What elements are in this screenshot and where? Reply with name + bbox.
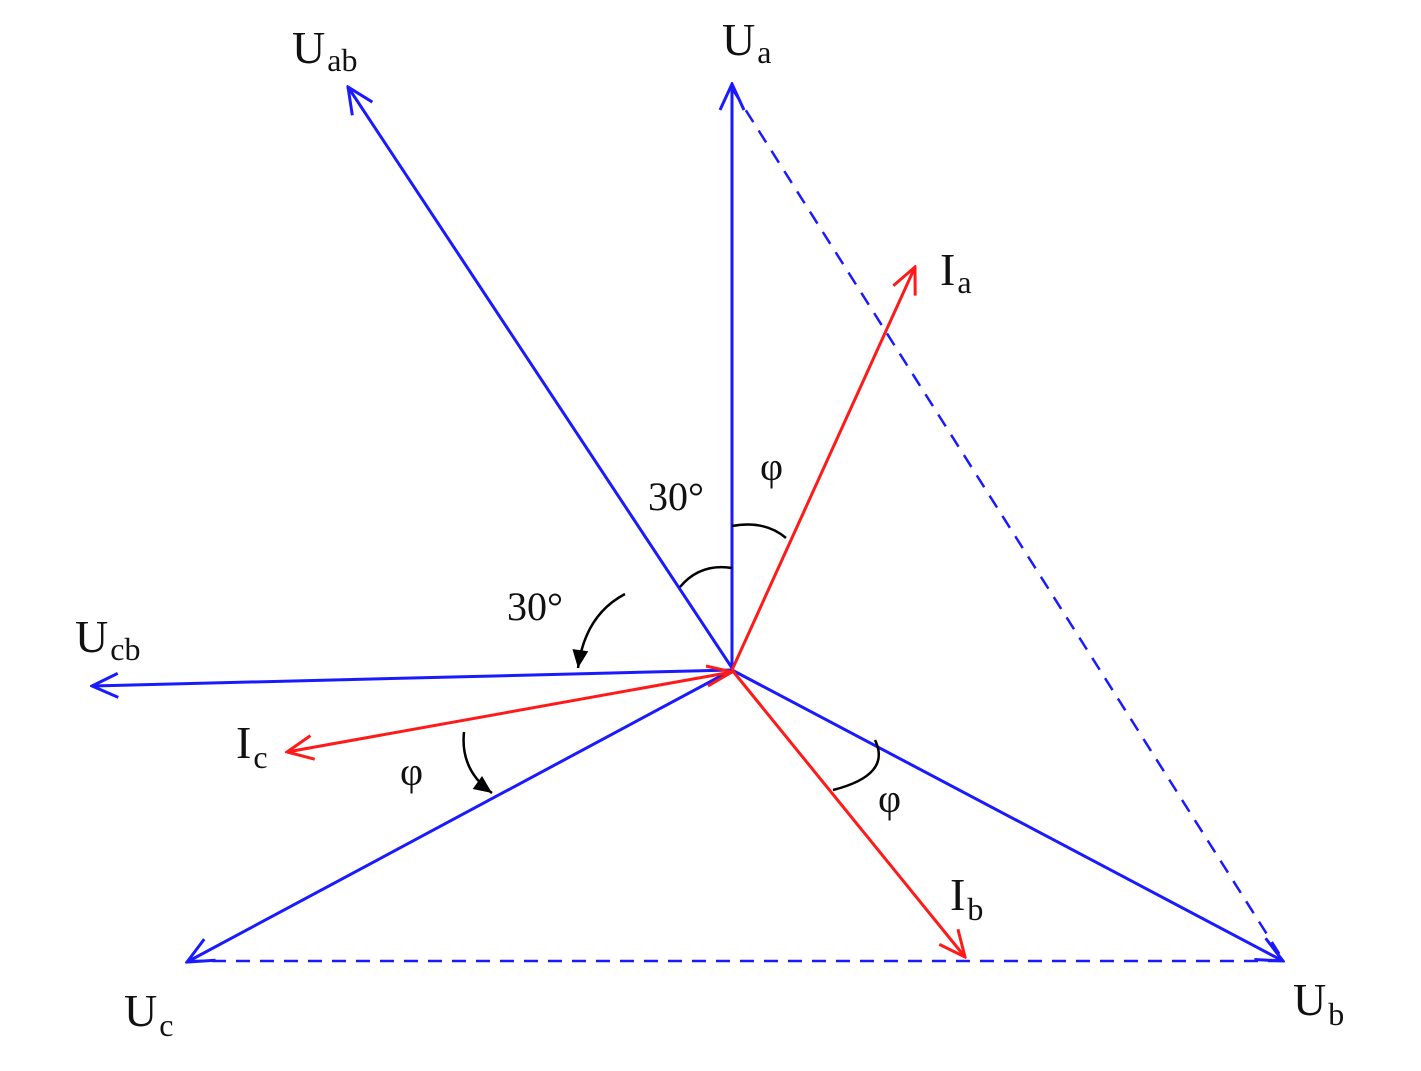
arc-phi-c bbox=[462, 731, 493, 795]
phasor-ib bbox=[730, 669, 965, 957]
label-ua: Ua bbox=[722, 14, 771, 70]
label-ub: Ub bbox=[1293, 974, 1344, 1032]
phasor-uc bbox=[187, 668, 733, 962]
phasor-ia bbox=[730, 267, 915, 671]
angle-phi-b: φ bbox=[878, 776, 901, 821]
arc-phi-a bbox=[731, 523, 787, 539]
phasor-ub bbox=[731, 668, 1283, 961]
angle-phi-a: φ bbox=[760, 444, 783, 489]
label-ia: Ia bbox=[940, 244, 972, 300]
label-ic: Ic bbox=[236, 717, 268, 775]
angle-thirty-left: 30° bbox=[507, 584, 563, 629]
label-ucb: Ucb bbox=[75, 611, 140, 667]
phasor-uab bbox=[348, 87, 734, 669]
label-uc: Uc bbox=[124, 985, 173, 1043]
phasor-ucb bbox=[92, 668, 733, 686]
angle-thirty-top: 30° bbox=[648, 474, 704, 519]
label-uab: Uab bbox=[292, 22, 357, 78]
angle-phi-c: φ bbox=[400, 749, 423, 794]
origin-arrow-tip bbox=[705, 664, 737, 688]
label-ib: Ib bbox=[950, 869, 983, 927]
phasor-ic bbox=[287, 670, 733, 752]
arc-thirty-top bbox=[679, 565, 733, 588]
arc-phi-b bbox=[832, 739, 881, 792]
arc-thirty-left bbox=[572, 592, 626, 669]
dashed-line-ua-ub bbox=[731, 89, 1284, 959]
